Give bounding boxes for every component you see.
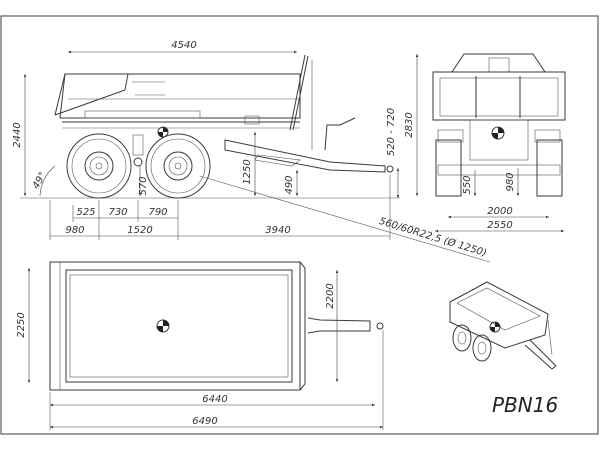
rear-wheel xyxy=(66,133,132,199)
right-tyre xyxy=(536,139,563,197)
dim-overall-width: 2550 xyxy=(487,220,512,231)
dim-body-width: 2250 xyxy=(16,312,27,337)
tyre-spec-label: 560/60R22,5 (Ø 1250) xyxy=(378,215,488,259)
left-tyre xyxy=(435,139,462,197)
dim-axle-base: 1520 xyxy=(127,225,152,236)
dim-hitch-height-min: 490 xyxy=(284,175,295,194)
dim-tipping-angle: 49° xyxy=(31,170,49,191)
dim-axle-spacing-a: 730 xyxy=(108,207,127,218)
drawing-frame xyxy=(0,15,599,435)
dim-tyre-clearance: 570 xyxy=(138,176,149,195)
dim-frame-height: 1250 xyxy=(242,159,253,184)
dim-length-to-hitch: 6440 xyxy=(202,394,227,405)
dim-body-length: 4540 xyxy=(171,40,196,51)
dim-front-height: 2830 xyxy=(404,112,415,137)
dim-track-width: 2000 xyxy=(487,206,512,217)
dim-rear-overhang-axle: 525 xyxy=(76,207,95,218)
dim-inner-width: 2200 xyxy=(325,283,336,308)
dim-total-height: 2440 xyxy=(12,122,23,147)
top-view: 2250 2200 6440 6490 xyxy=(16,261,384,430)
chassis xyxy=(62,117,394,173)
dim-overall-length: 6490 xyxy=(192,416,217,427)
front-view: 2830 550 980 2000 2550 xyxy=(404,53,566,233)
dim-front-hitch-height: 980 xyxy=(505,172,516,191)
tipper-body xyxy=(54,54,313,150)
dim-axle-to-hitch: 3940 xyxy=(265,225,290,236)
front-wheel xyxy=(145,133,211,199)
dim-ground-clearance: 550 xyxy=(462,175,473,194)
dim-hitch-range: 520 - 720 xyxy=(386,108,397,156)
model-label: PBN16 xyxy=(492,393,558,417)
side-view: 4540 2440 49° 570 1250 490 520 - 720 525… xyxy=(12,40,491,263)
isometric-view xyxy=(449,281,557,370)
dim-axle-spacing-b: 790 xyxy=(148,207,167,218)
dim-rear-to-axle: 980 xyxy=(65,225,84,236)
top-drawbar xyxy=(307,317,371,334)
